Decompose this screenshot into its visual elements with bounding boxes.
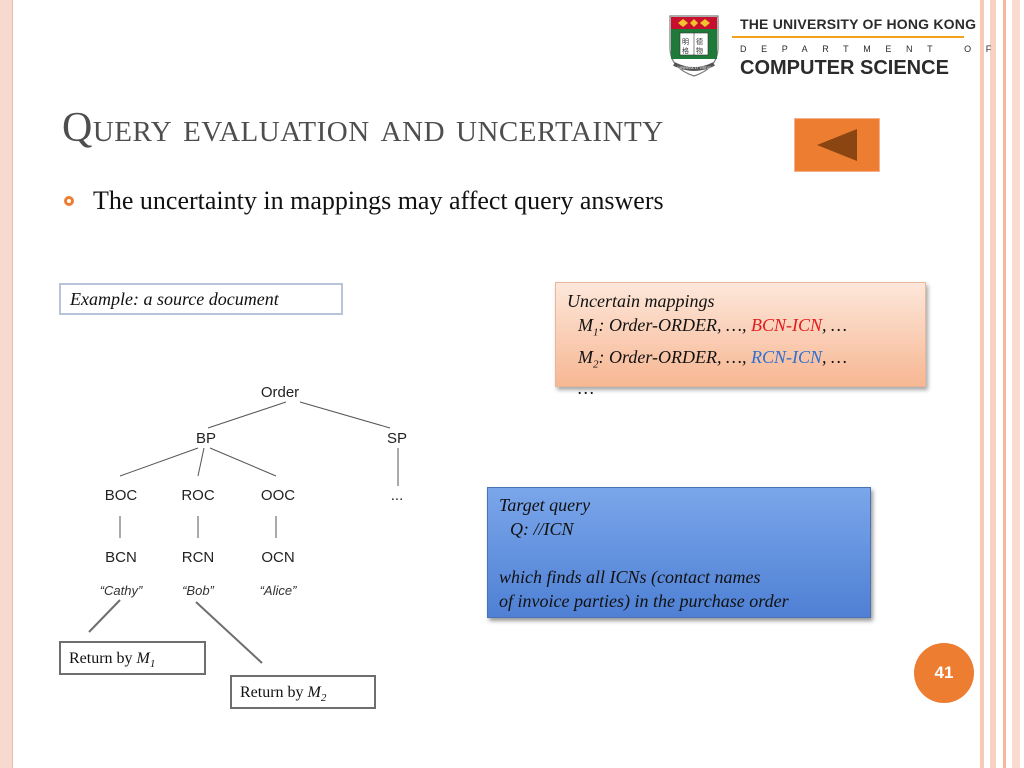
tree-node-roc: ROC <box>181 487 215 504</box>
edge-bp-ooc <box>209 447 277 477</box>
tree-node-ooc: OOC <box>261 487 295 504</box>
mapping-m1-highlight: BCN-ICN <box>750 315 822 335</box>
department-name: COMPUTER SCIENCE <box>740 57 949 79</box>
mappings-heading: Uncertain mappings <box>567 291 715 311</box>
back-button[interactable] <box>794 118 880 172</box>
svg-text:明: 明 <box>682 38 689 46</box>
tree-node-order: Order <box>261 384 299 401</box>
tree-node-more: ... <box>391 487 404 504</box>
mapping-m2: M2: Order-ORDER, …, RCN-ICN, … <box>578 346 847 371</box>
tree-value-bob: “Bob” <box>182 583 214 598</box>
university-name: THE UNIVERSITY OF HONG KONG <box>740 16 977 32</box>
edge-order-bp <box>207 401 287 429</box>
tree-value-cathy: “Cathy” <box>100 583 143 598</box>
svg-text:SAPIENTIA ET VIRTUS: SAPIENTIA ET VIRTUS <box>677 66 711 70</box>
department-label: DEPARTMENT OF <box>740 44 1006 54</box>
tree-node-boc: BOC <box>105 487 138 504</box>
edge-bp-roc <box>197 447 205 477</box>
svg-text:德: 德 <box>696 37 703 46</box>
university-logo: 明 德 格 物 SAPIENTIA ET VIRTUS THE UNIVERSI… <box>668 14 991 80</box>
tree-node-bcn: BCN <box>105 549 137 566</box>
tree-node-sp: SP <box>387 430 407 447</box>
query-heading: Target query <box>499 495 591 515</box>
target-query-box: Target query Q: //ICN which finds all IC… <box>487 487 871 618</box>
mapping-m2-highlight: RCN-ICN <box>750 346 822 367</box>
edge-order-sp <box>299 401 391 429</box>
return-by-m2-box: Return by M2 <box>230 675 376 709</box>
svg-text:格: 格 <box>682 46 689 55</box>
page-number-badge: 41 <box>914 643 974 703</box>
uncertain-mappings-box: Uncertain mappings M1: Order-ORDER, …, B… <box>555 282 926 398</box>
tree-value-alice: “Alice” <box>260 583 298 598</box>
query-description-1: which finds all ICNs (contact names <box>499 567 761 587</box>
tree-node-rcn: RCN <box>182 549 215 566</box>
left-triangle-icon <box>817 129 857 161</box>
slide-title: Query evaluation and uncertainty <box>62 105 664 151</box>
tree-node-ocn: OCN <box>261 549 294 566</box>
slide-right-border <box>978 0 1024 768</box>
logo-divider <box>732 36 964 38</box>
bullet-text: The uncertainty in mappings may affect q… <box>93 186 664 215</box>
svg-text:物: 物 <box>696 46 703 55</box>
return-by-m1-box: Return by M1 <box>59 641 206 675</box>
source-document-tree: Order BP SP BOC ROC OOC ... BCN RCN OCN … <box>100 384 407 598</box>
mapping-more: … <box>578 378 595 399</box>
university-crest-icon: 明 德 格 物 SAPIENTIA ET VIRTUS <box>669 15 719 77</box>
example-label: Example: a source document <box>59 283 343 315</box>
slide-left-border <box>0 0 13 768</box>
query-description-2: of invoice parties) in the purchase orde… <box>499 591 789 611</box>
edge-bp-boc <box>119 447 199 477</box>
query-line: Q: //ICN <box>510 519 574 539</box>
tree-node-bp: BP <box>196 430 216 447</box>
ring-bullet-icon <box>64 196 74 206</box>
mapping-m1: M1: Order-ORDER, …, BCN-ICN, … <box>578 315 847 339</box>
